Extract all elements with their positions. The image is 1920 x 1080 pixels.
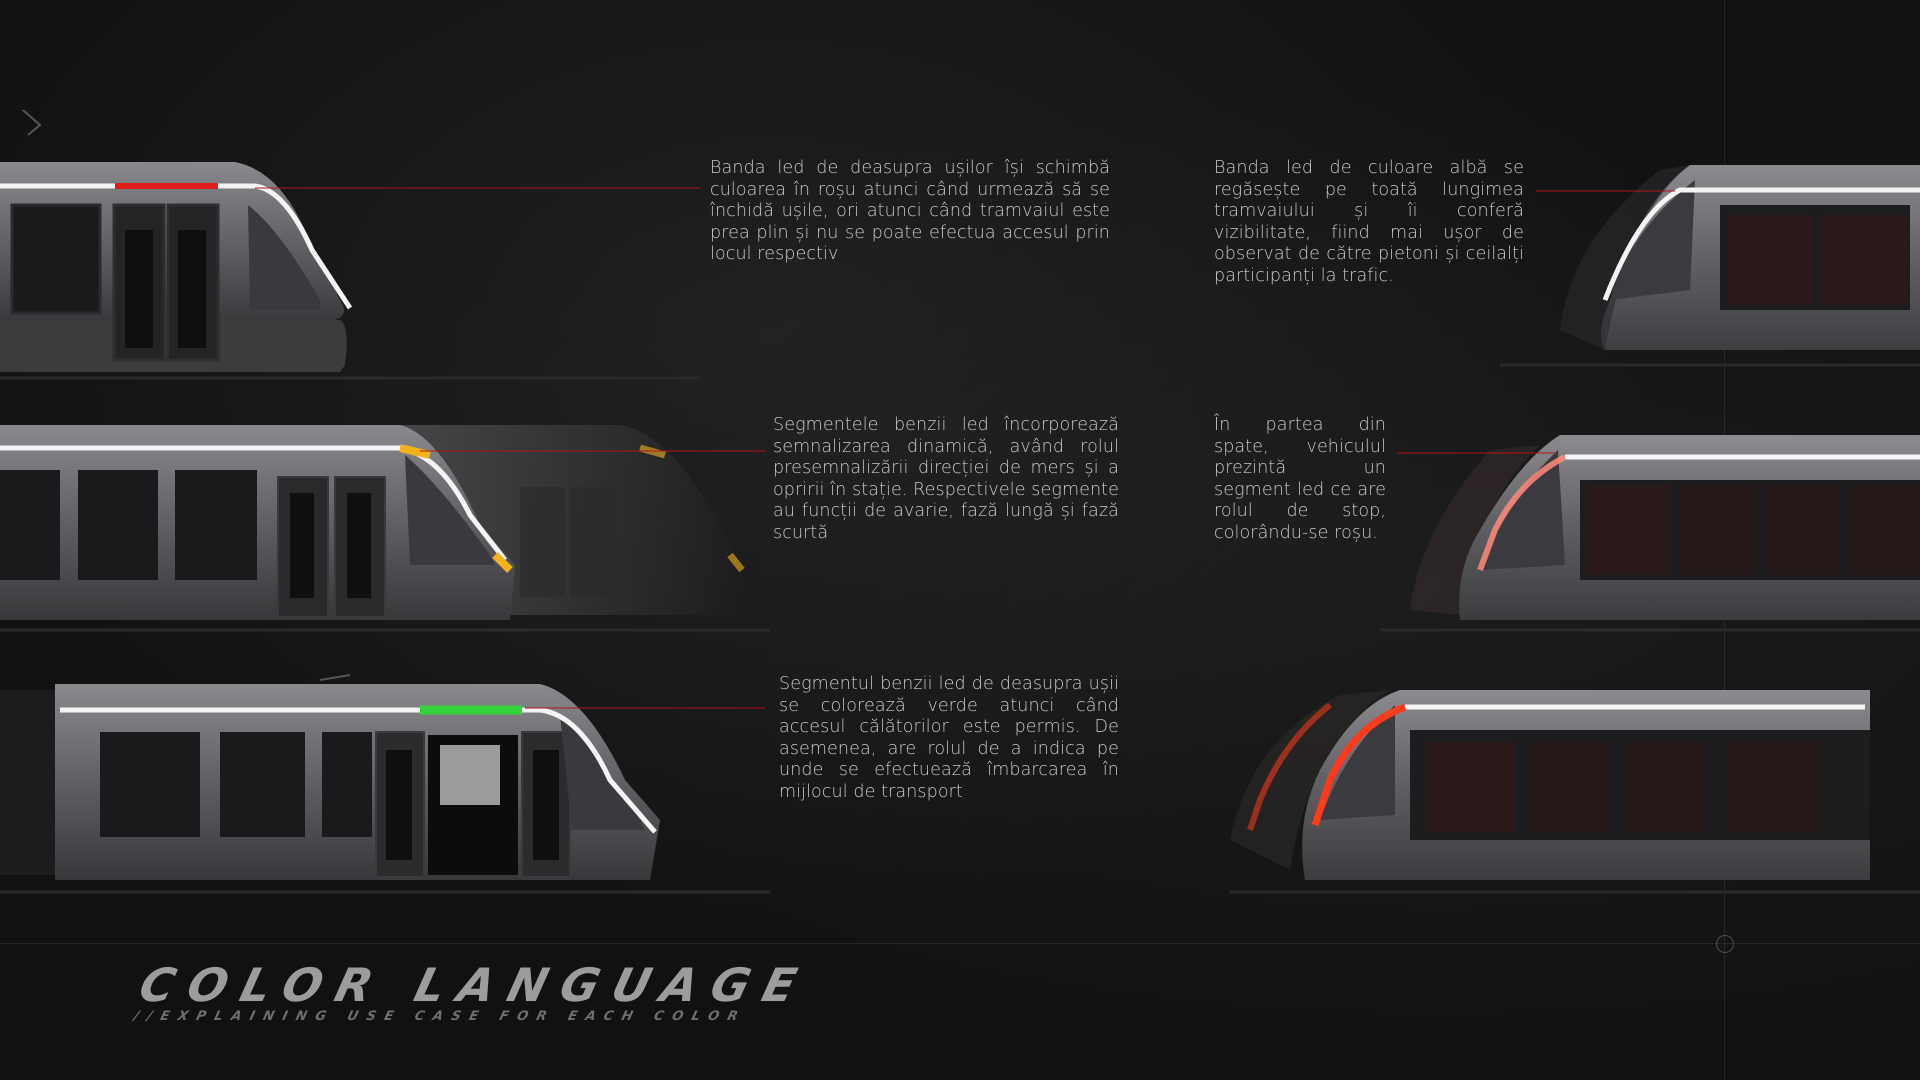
slide-subtitle: //EXPLAINING USE CASE FOR EACH COLOR <box>132 1009 748 1024</box>
tram-illustration <box>1500 165 1920 367</box>
tram-illustration <box>0 425 770 632</box>
tram-illustration <box>1380 435 1920 632</box>
red-rear-led-segment-ghost <box>1247 702 1332 831</box>
slide-title: COLOR LANGUAGE <box>134 958 816 1012</box>
tram-panel-stop-red <box>1380 420 1920 720</box>
tram-panel-white-band <box>1500 140 1920 440</box>
amber-led-segment-ghost <box>727 552 745 573</box>
tram-illustration <box>0 674 770 894</box>
red-stop-led-segment <box>1477 454 1567 572</box>
tram-panel-rear-red <box>1230 680 1920 980</box>
tram-panel-doors-green <box>0 670 770 970</box>
red-rear-led-segment <box>1311 703 1407 827</box>
white-led-band <box>60 707 657 834</box>
crosshair-mark <box>1716 935 1734 953</box>
caption-stop-red: În partea din spate, vehiculul prezintă … <box>1214 415 1386 543</box>
tram-panel-turn-signal <box>0 415 770 715</box>
caption-white-band: Banda led de culoare albă se regăsește p… <box>1214 158 1524 286</box>
caption-doors-green: Segmentul benzii led de deasupra ușii se… <box>779 674 1119 802</box>
white-led-band <box>0 183 353 310</box>
tram-illustration <box>1230 690 1920 894</box>
caption-turn-signal: Segmentele benzii led încorporează semna… <box>773 415 1119 543</box>
horizontal-guide-line <box>0 943 1920 944</box>
amber-led-segment <box>399 444 431 459</box>
tram-panel-doors-red <box>0 110 720 410</box>
caption-doors-red: Banda led de deasupra ușilor își schimbă… <box>710 158 1110 265</box>
white-led-band <box>1602 187 1920 301</box>
amber-led-segment <box>492 552 513 573</box>
tram-illustration <box>0 110 700 380</box>
